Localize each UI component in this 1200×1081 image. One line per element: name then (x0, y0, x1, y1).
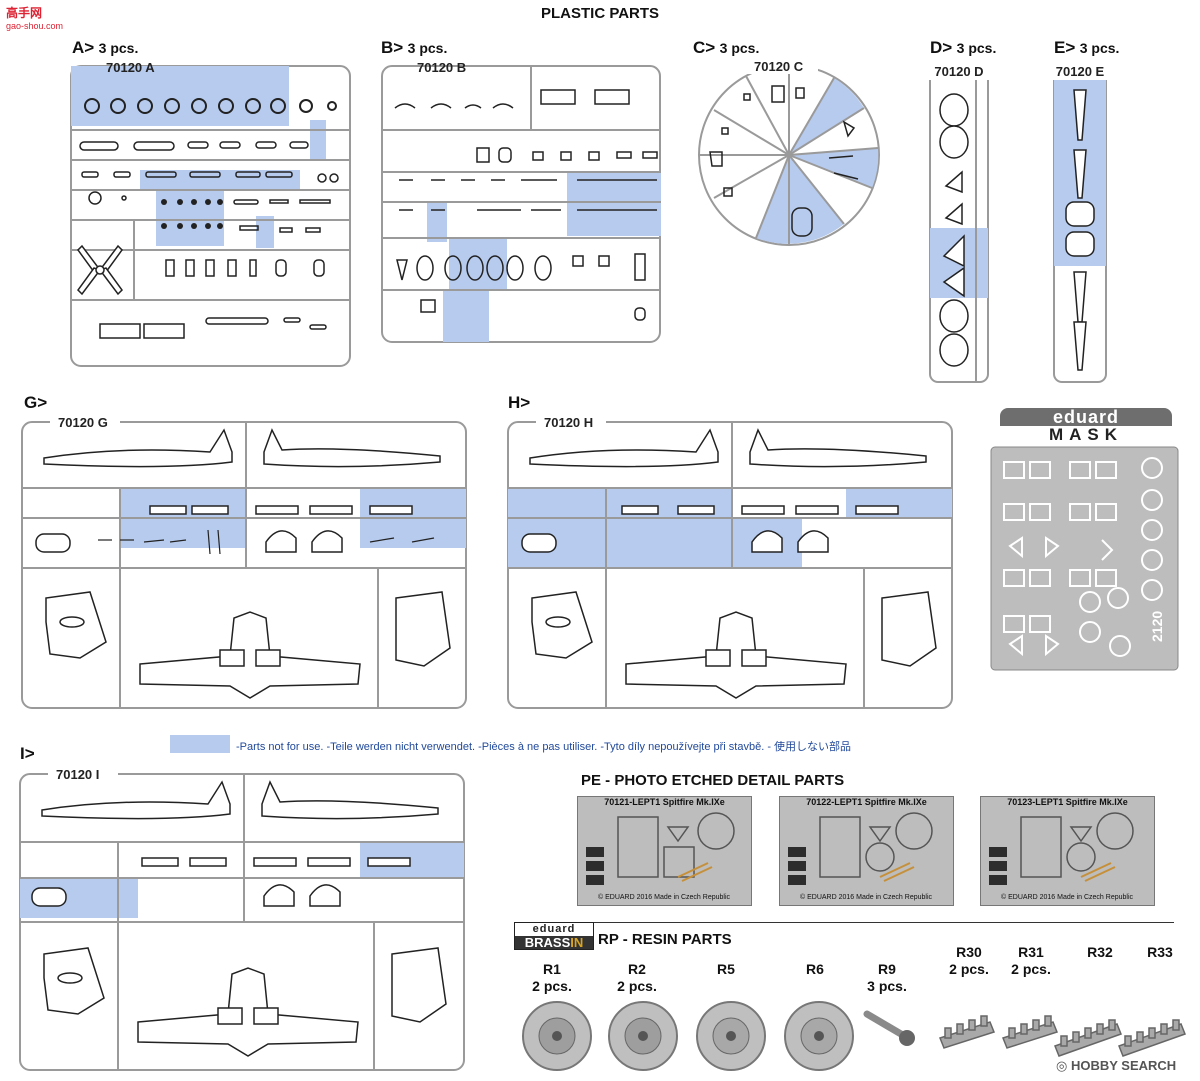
pe-fret-3-header: 70123-LEPT1 Spitfire Mk.IXe (1007, 797, 1128, 807)
sprue-i-diagram: 70120 I (19, 767, 465, 1071)
sprue-d-diagram: 70120 D (928, 64, 990, 383)
resin-exhaust-r32 (1054, 1019, 1122, 1057)
sprue-a-code: 70120 A (106, 60, 155, 75)
resin-label-r5: R5 (717, 961, 735, 977)
resin-exhaust-r31 (1002, 1015, 1058, 1049)
sprue-g-code: 70120 G (58, 415, 108, 430)
mask-sheet: 2120 (990, 446, 1179, 671)
legend-text: -Parts not for use. -Teile werden nicht … (236, 741, 852, 753)
sprue-e-heading: E> 3 pcs. (1054, 38, 1120, 57)
pe-fret-1-art (586, 812, 735, 885)
sprue-d-code: 70120 D (934, 64, 983, 79)
sprue-b-code: 70120 B (417, 60, 466, 75)
pe-fret-3-footer: © EDUARD 2016 Made in Czech Republic (1001, 894, 1133, 901)
pe-fret-3-art (989, 812, 1134, 885)
pe-fret-1: 70121-LEPT1 Spitfire Mk.IXe © EDUARD 201… (577, 796, 752, 906)
not-for-use-swatch (170, 735, 230, 753)
sprue-g-diagram: 70120 G (21, 415, 467, 709)
resin-parts-art (522, 1001, 1186, 1071)
mask-brand: eduard MASK (1000, 408, 1172, 444)
pe-fret-1-footer: © EDUARD 2016 Made in Czech Republic (598, 894, 730, 901)
sprue-c-heading: C> 3 pcs. (693, 38, 760, 57)
section-divider (590, 922, 1174, 923)
sprue-b-diagram: 70120 B (381, 60, 661, 343)
resin-wheel-r5 (696, 1001, 766, 1071)
sprue-c-diagram: 70120 C (698, 59, 880, 246)
resin-wheel-r6 (784, 1001, 854, 1071)
mask-code: 2120 (1149, 611, 1165, 642)
sprue-d-heading: D> 3 pcs. (930, 38, 997, 57)
sprue-a-diagram: 70120 A (70, 60, 351, 367)
sprue-h-heading: H> (508, 393, 531, 412)
resin-part-r9 (863, 1010, 915, 1046)
sprue-i-heading: I> (20, 744, 35, 763)
watermark-icon: ◎ (1056, 1058, 1068, 1073)
resin-label-r33: R33 (1147, 944, 1173, 960)
pe-title: PE - PHOTO ETCHED DETAIL PARTS (581, 772, 845, 789)
sprue-c-code: 70120 C (754, 59, 804, 74)
pe-fret-2-footer: © EDUARD 2016 Made in Czech Republic (800, 894, 932, 901)
resin-wheel-r2 (608, 1001, 678, 1071)
sprue-e-diagram: 70120 E (1052, 64, 1108, 383)
sprue-a-heading: A> 3 pcs. (72, 38, 139, 57)
pe-fret-1-header: 70121-LEPT1 Spitfire Mk.IXe (604, 797, 725, 807)
resin-title: RP - RESIN PARTS (598, 931, 732, 948)
brassin-logo: eduard BRASSIN (514, 922, 594, 950)
sprue-h-diagram: 70120 H (507, 415, 953, 709)
pe-fret-3: 70123-LEPT1 Spitfire Mk.IXe © EDUARD 201… (980, 796, 1155, 906)
resin-exhaust-r33 (1118, 1019, 1186, 1057)
sprue-b-heading: B> 3 pcs. (381, 38, 448, 57)
sprue-h-code: 70120 H (544, 415, 593, 430)
watermark: ◎ HOBBY SEARCH (1056, 1058, 1177, 1073)
resin-wheel-r1 (522, 1001, 592, 1071)
pe-fret-2-header: 70122-LEPT1 Spitfire Mk.IXe (806, 797, 927, 807)
sprue-e-code: 70120 E (1056, 64, 1105, 79)
sprue-g-heading: G> (24, 393, 48, 412)
pe-fret-2: 70122-LEPT1 Spitfire Mk.IXe © EDUARD 201… (779, 796, 954, 906)
resin-label-r32: R32 (1087, 944, 1113, 960)
resin-label-r6: R6 (806, 961, 824, 977)
sprue-i-code: 70120 I (56, 767, 99, 782)
page-title: PLASTIC PARTS (541, 5, 660, 22)
site-logo: 高手网 gao-shou.com (6, 6, 64, 31)
pe-fret-2-art (788, 812, 933, 885)
resin-exhaust-r30 (939, 1015, 995, 1049)
